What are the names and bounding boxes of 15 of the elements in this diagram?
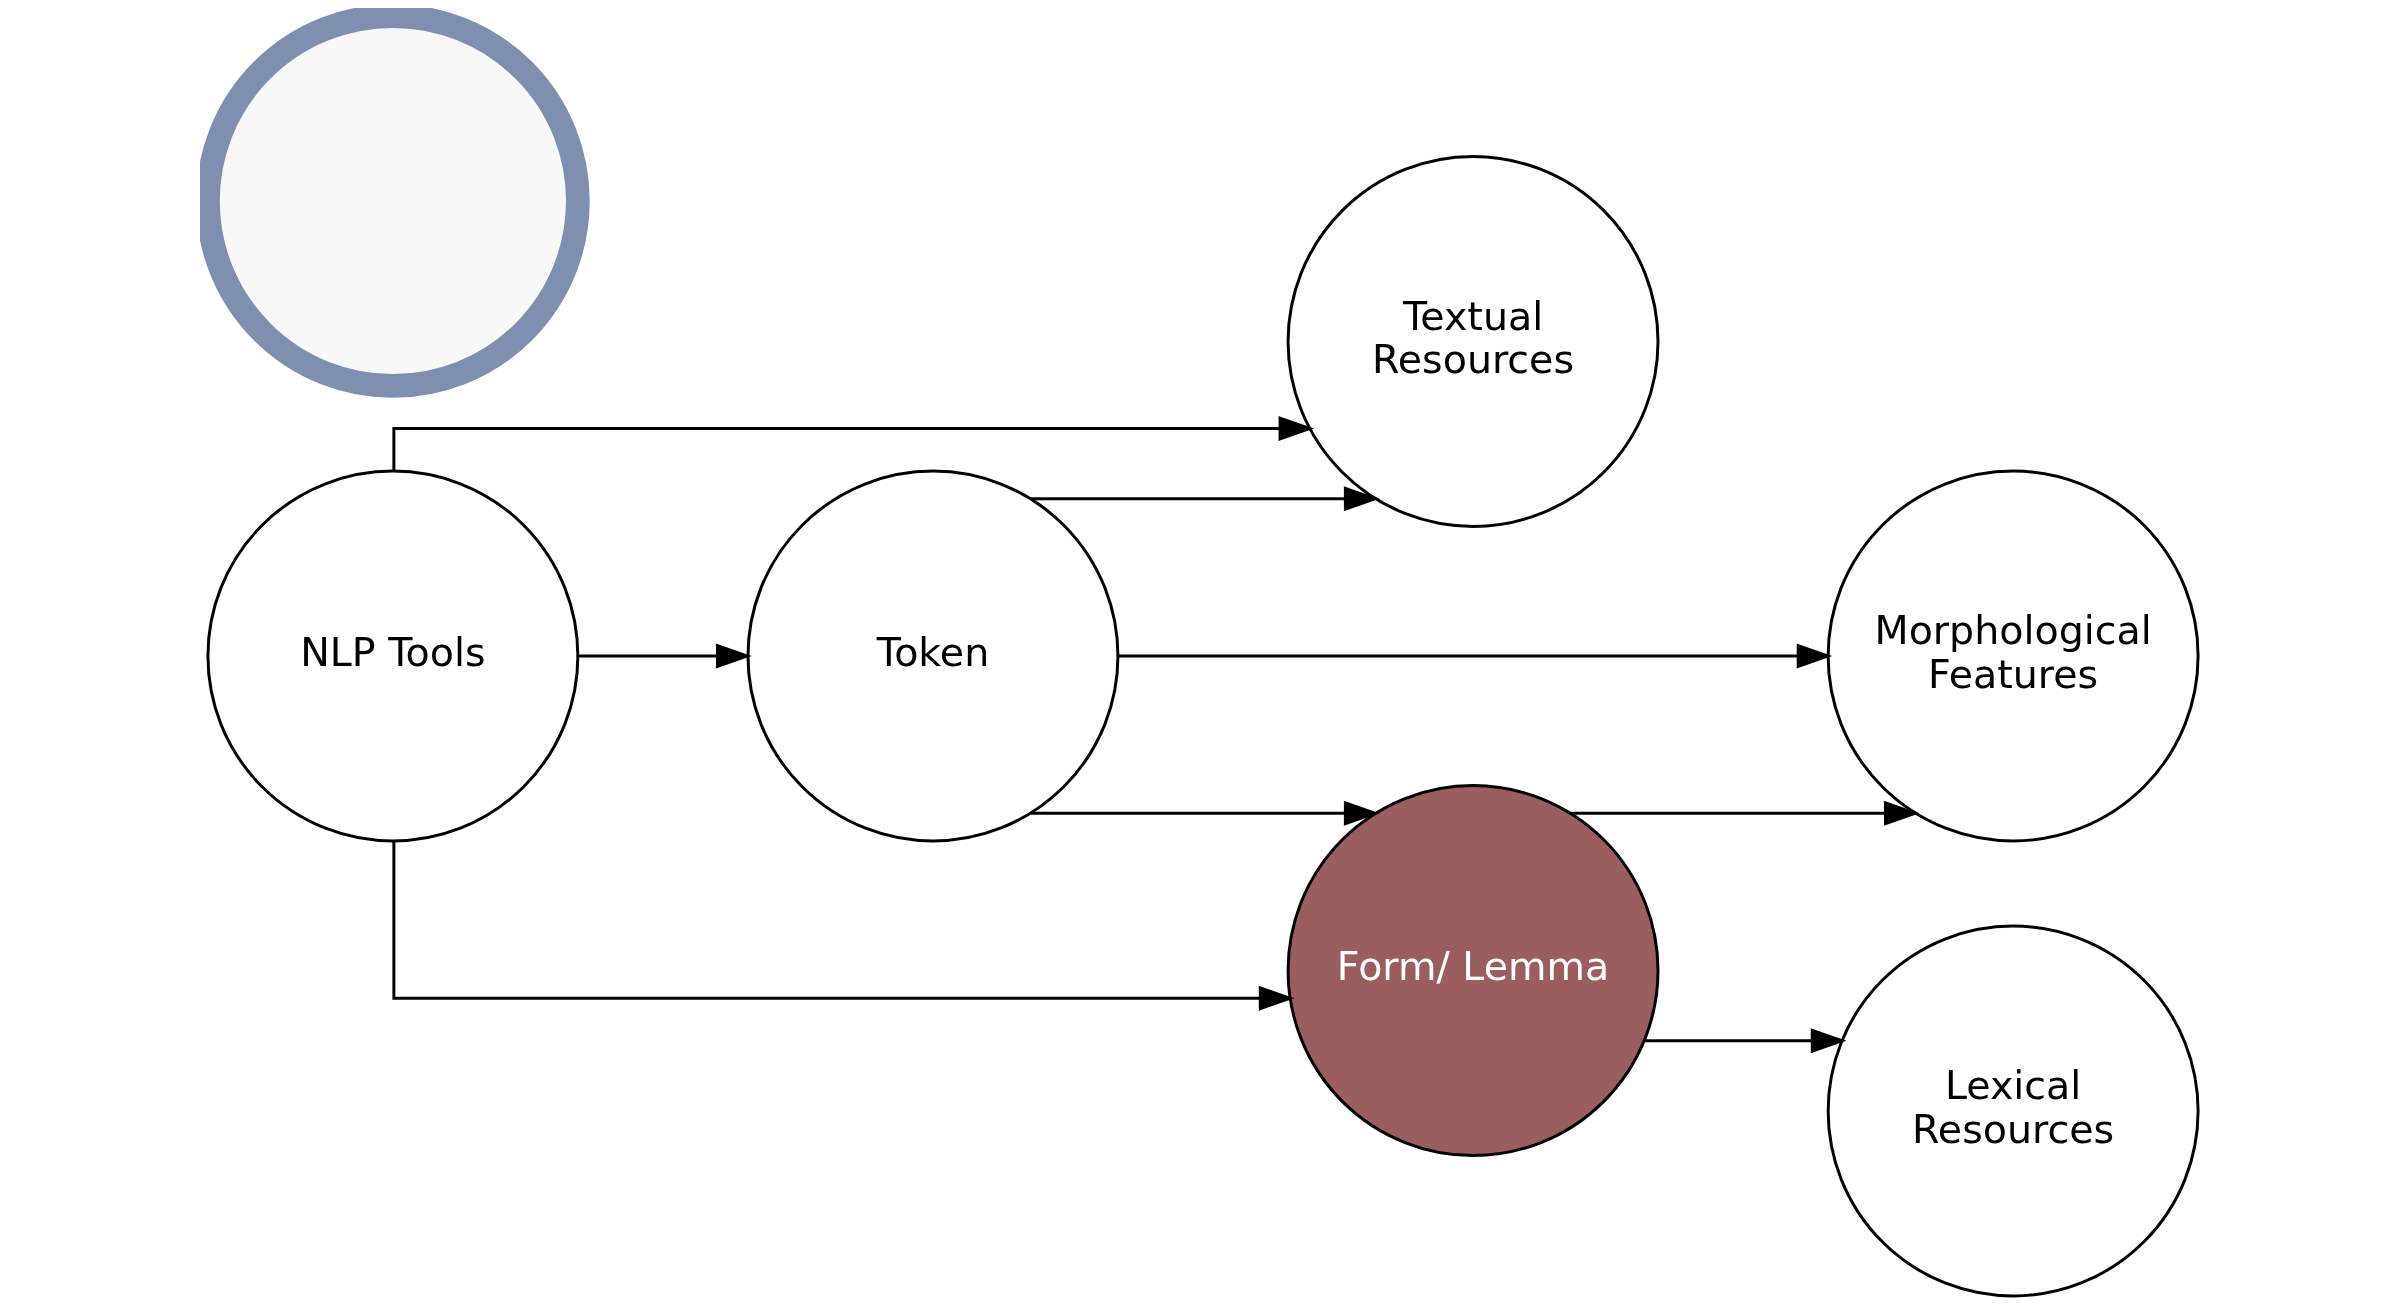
arrow [577,643,752,669]
node-circle: Token [746,469,1119,843]
arrow [1030,486,1380,512]
node-circle: Morphological Features [1826,469,2200,843]
node-circle: Lexical Resources [1826,924,2200,1298]
node-circle: NLP Tools [205,469,579,843]
arrow [1570,800,1920,826]
arrow [1644,1028,1846,1054]
node-circle: Textual Resources [1286,155,1659,528]
arrow [1117,643,1832,669]
arrow [391,841,1294,1011]
arrow [391,416,1314,471]
node-circle [199,8,590,398]
node-circle: Form/ Lemma [1286,784,1659,1157]
arrow [1030,800,1380,826]
